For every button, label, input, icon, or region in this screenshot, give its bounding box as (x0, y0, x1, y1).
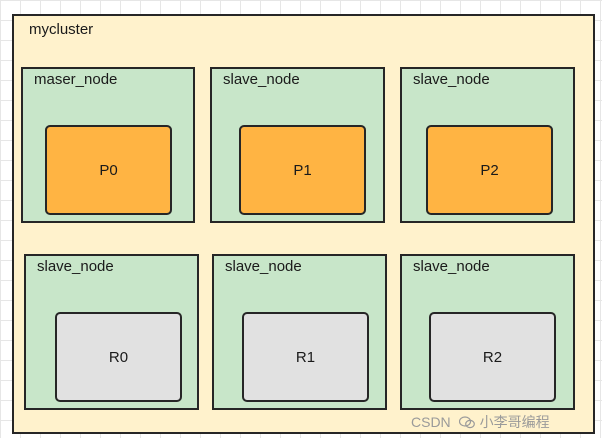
shard-label: R0 (108, 348, 129, 366)
shard-label: P1 (293, 161, 312, 179)
watermark-csdn: CSDN (411, 414, 451, 430)
node-label: maser_node (34, 71, 118, 88)
primary-shard-p1: P1 (239, 125, 366, 215)
node-box-slave: slave_node R1 (212, 254, 387, 410)
primary-shard-p0: P0 (45, 125, 172, 215)
watermark: CSDN 小李哥编程 (411, 411, 596, 433)
node-label: slave_node (37, 258, 114, 275)
node-label: slave_node (225, 258, 302, 275)
node-box-master: maser_node P0 (21, 67, 195, 223)
node-box-slave: slave_node P1 (210, 67, 385, 223)
cluster-title: mycluster (29, 21, 94, 38)
node-label: slave_node (413, 258, 490, 275)
node-box-slave: slave_node R2 (400, 254, 575, 410)
replica-shard-r1: R1 (242, 312, 369, 402)
node-label: slave_node (413, 71, 490, 88)
node-box-slave: slave_node P2 (400, 67, 575, 223)
node-label: slave_node (223, 71, 300, 88)
wechat-icon (458, 415, 475, 428)
node-box-slave: slave_node R0 (24, 254, 199, 410)
primary-shard-p2: P2 (426, 125, 553, 215)
shard-label: R1 (295, 348, 316, 366)
shard-label: P0 (99, 161, 118, 179)
replica-shard-r0: R0 (55, 312, 182, 402)
replica-shard-r2: R2 (429, 312, 556, 402)
shard-label: R2 (482, 348, 503, 366)
shard-label: P2 (480, 161, 499, 179)
watermark-account: 小李哥编程 (479, 414, 550, 430)
